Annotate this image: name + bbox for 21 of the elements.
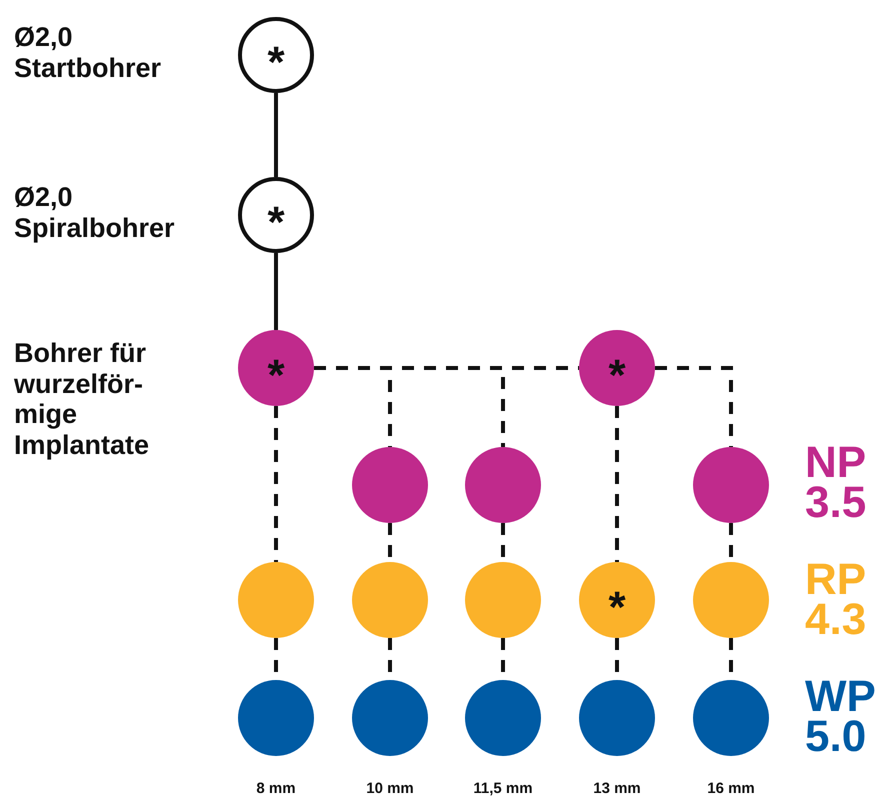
asterisk-mark: * — [608, 586, 626, 630]
asterisk-mark: * — [608, 354, 626, 398]
connector-line — [274, 406, 278, 562]
drill-caption: Ø2,0 Startbohrer — [14, 22, 162, 83]
drill-caption: Bohrer für wurzelför-mige Implantate — [14, 338, 150, 460]
connector-line — [655, 366, 733, 447]
asterisk-mark: * — [267, 354, 285, 398]
length-label: 10 mm — [365, 780, 415, 797]
platform-label: WP 5.0 — [805, 677, 876, 758]
drill-caption: Ø2,0 Spiralbohrer — [14, 182, 176, 243]
platform-label: RP 4.3 — [805, 560, 868, 641]
connector-line — [274, 93, 278, 177]
length-label: 8 mm — [255, 780, 297, 797]
length-label: 13 mm — [592, 780, 642, 797]
asterisk-mark: * — [267, 201, 285, 245]
connector-line — [615, 406, 619, 562]
length-label: 11,5 mm — [472, 780, 534, 797]
asterisk-mark: * — [267, 41, 285, 85]
platform-label: NP 3.5 — [805, 443, 868, 524]
length-label: 16 mm — [706, 780, 756, 797]
connector-line — [274, 253, 278, 330]
